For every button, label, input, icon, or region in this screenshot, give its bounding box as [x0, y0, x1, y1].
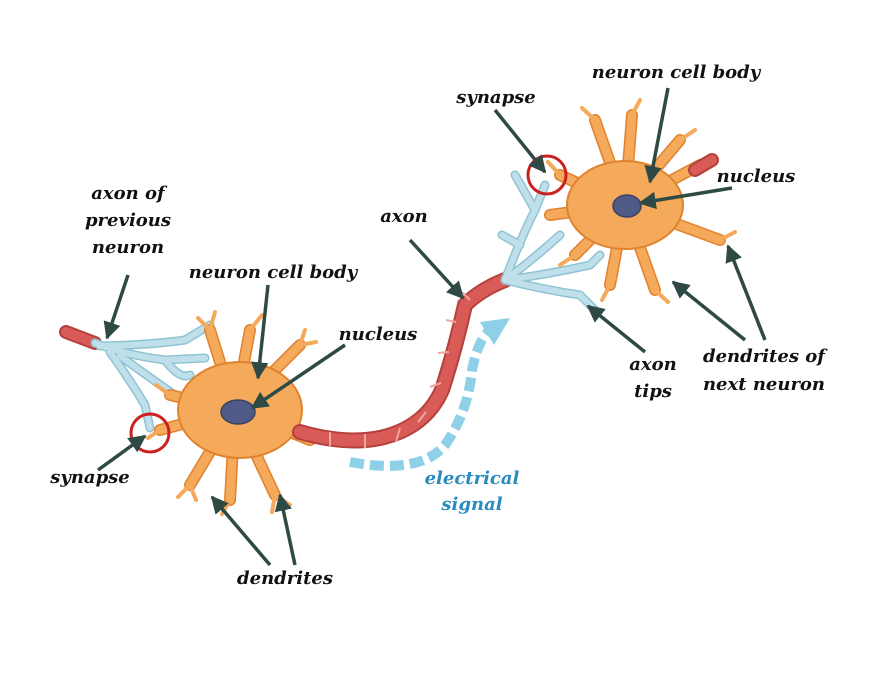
- left-neuron-cell: [146, 310, 318, 516]
- label-axon-tips-line2: tips: [634, 381, 672, 402]
- axon-fiber: [292, 272, 513, 449]
- label-axon-prev-line2: previous: [85, 210, 171, 231]
- arrow-axon-prev: [103, 274, 130, 340]
- arrow-cell-body-right: [644, 87, 670, 184]
- label-dendrites: dendrites: [237, 568, 333, 589]
- axon-terminals: [497, 170, 605, 315]
- label-axon-prev-line1: axon of: [91, 183, 168, 204]
- label-nucleus-left: nucleus: [339, 324, 418, 345]
- arrow-axon-tips: [586, 304, 647, 354]
- label-axon-tips-line1: axon: [629, 354, 677, 375]
- arrow-nucleus-right: [638, 186, 733, 210]
- right-nucleus: [612, 194, 642, 218]
- arrow-nucleus-left: [250, 343, 346, 410]
- left-nucleus: [220, 399, 256, 425]
- arrow-synapse-right: [493, 108, 547, 174]
- synapse-circle-right: [526, 154, 568, 196]
- label-signal-line1: electrical: [425, 468, 520, 489]
- label-cell-body-left: neuron cell body: [189, 262, 359, 283]
- label-nucleus-right: nucleus: [717, 166, 796, 187]
- label-axon-prev-line3: neuron: [92, 237, 164, 258]
- label-synapse-right: synapse: [455, 87, 536, 108]
- synapse-circle-left: [129, 412, 171, 454]
- arrow-dendrites-next-a: [671, 280, 747, 342]
- arrow-dendrites-a: [210, 495, 272, 567]
- label-dendrites-next-line1: dendrites of: [703, 346, 828, 367]
- labels: axon of previous neuron neuron cell body…: [49, 62, 828, 589]
- arrow-dendrites-b: [274, 493, 297, 566]
- label-synapse-left: synapse: [49, 467, 130, 488]
- arrow-axon: [408, 238, 465, 300]
- arrow-dendrites-next-b: [725, 244, 767, 341]
- arrow-synapse-left: [96, 434, 147, 472]
- electrical-signal-arrow: [349, 318, 510, 471]
- arrow-cell-body-left: [250, 284, 270, 380]
- pointer-arrows: [96, 87, 767, 567]
- label-dendrites-next-line2: next neuron: [703, 374, 825, 395]
- label-cell-body-right: neuron cell body: [592, 62, 762, 83]
- previous-axon-terminal: [59, 320, 215, 433]
- label-axon: axon: [380, 206, 428, 227]
- label-signal-line2: signal: [440, 494, 502, 515]
